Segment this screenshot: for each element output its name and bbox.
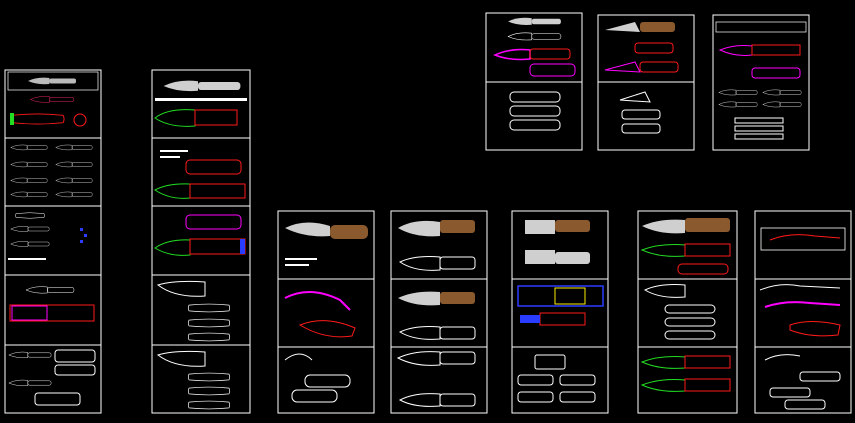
handle-drawing [298,320,356,338]
sheet-4 [390,210,488,414]
handle-drawing [185,159,242,175]
sheet-2-frame [151,69,251,414]
handle-scale-drawing [11,305,48,321]
sheet-3-frame [277,210,375,414]
dimension-marks [80,228,87,243]
handle-outline-group [10,212,50,247]
handle-drawing [185,214,242,230]
sheet-6-frame [637,210,738,414]
karambit-drawing [284,291,351,311]
sheet-4-frame [390,210,488,414]
knife-profile-drawing [163,80,241,92]
knife-profile-drawing [25,286,75,294]
detail-circle [73,113,87,127]
handle-drawing [10,113,65,125]
title-block [155,98,247,101]
handle-outline-group [187,303,231,342]
sheet-6 [637,210,738,414]
handle-drawing [194,109,238,126]
blade-outline-drawing [156,280,206,297]
sheet-8 [485,12,583,151]
sheet-2 [151,69,251,414]
handle-outline-group [187,372,231,410]
blade-drawing [154,183,191,199]
sheet-5 [511,210,609,414]
karambit-outline [284,353,313,361]
butterfly-knife-group [8,349,96,406]
sheet-7-frame [754,210,852,414]
sheet-1-frame [4,69,102,414]
blade-drawing [154,109,196,127]
blade-drawing [285,222,330,237]
handle-drawing [9,304,95,322]
sheet-5-frame [511,210,609,414]
sheet-7 [754,210,852,414]
knife-profile-drawing [29,96,74,103]
handle-drawing [189,238,246,255]
handle-drawing [330,225,368,239]
handle-drawing [189,183,246,199]
sheet-10 [712,14,810,151]
note-text-line [8,258,46,260]
sheet-10-frame [712,14,810,151]
blade-drawing [154,239,191,256]
knife-profile-drawing [28,77,76,85]
title-block [7,71,99,91]
sheet-9 [597,14,695,151]
bolster-drawing [10,113,14,125]
handle-drawing [517,285,604,307]
blade-outline-drawing [156,350,206,367]
sheet-3 [277,210,375,414]
sheet-1 [4,69,102,414]
knife-outline-group [10,144,93,198]
